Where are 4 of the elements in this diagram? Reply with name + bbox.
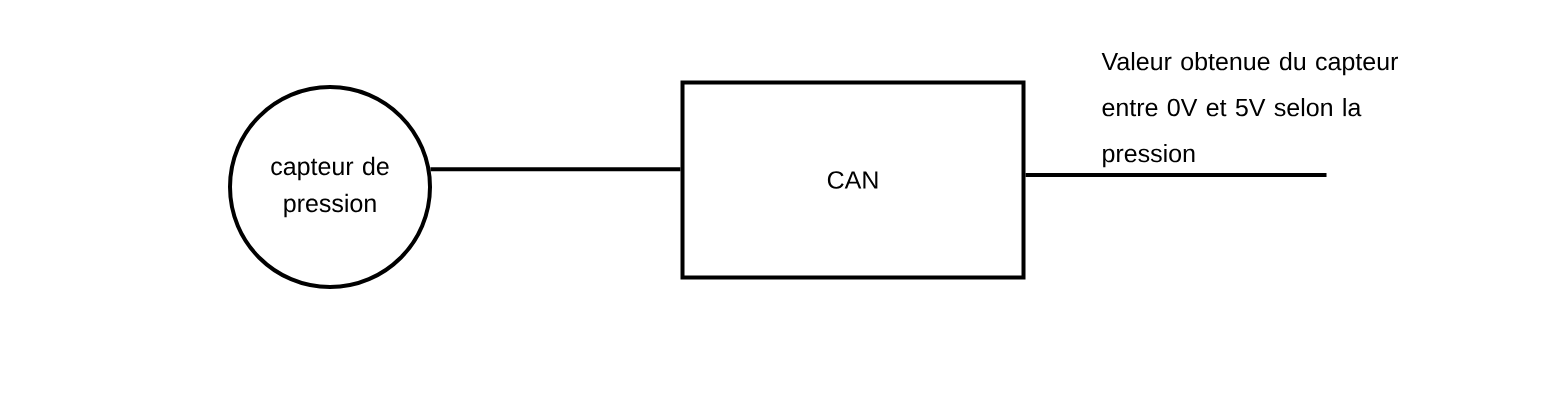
connector-line xyxy=(430,167,681,172)
converter-box: CAN xyxy=(680,80,1026,280)
edge-label: Valeur obtenue du capteur entre 0V et 5V selon la pression xyxy=(1101,52,1398,168)
connector-line xyxy=(1025,173,1327,177)
